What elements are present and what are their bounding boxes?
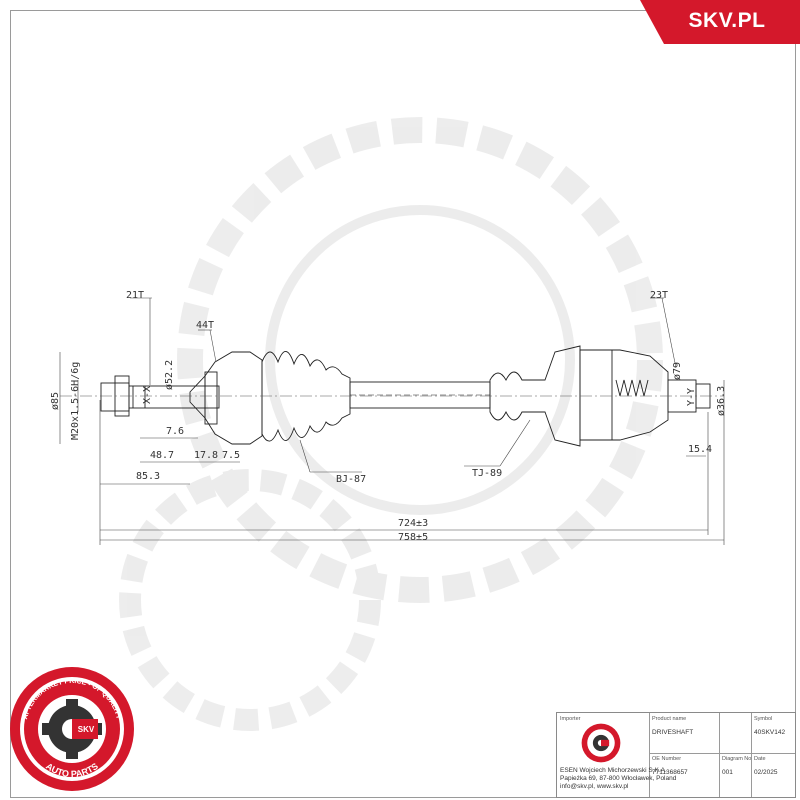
- dim-left-thread: 21T: [126, 290, 145, 301]
- dim-abs-ring: 44T: [196, 320, 215, 331]
- seal-center-text: SKV: [78, 725, 95, 734]
- diagram-no: 001: [722, 769, 733, 776]
- dim-bj: BJ-87: [336, 474, 367, 485]
- brand-tab: [640, 0, 800, 44]
- symbol-value: 40SKV142: [754, 729, 786, 736]
- dim-length-758: 758±5: [398, 532, 429, 543]
- gear-icon: [42, 699, 102, 759]
- diagram-no-label: Diagram No: [722, 756, 752, 762]
- dim-tj: TJ-89: [472, 468, 503, 479]
- dim-dia-52: ø52.2: [164, 359, 175, 390]
- importer-seal-icon: [581, 723, 621, 763]
- oe-number: 7711368657: [652, 769, 688, 776]
- product-name-label: Product name: [652, 716, 687, 722]
- date-label: Date: [754, 756, 766, 762]
- drawing-frame: [10, 10, 796, 798]
- dim-15-4: 15.4: [688, 444, 713, 455]
- dim-yy-label: Y-Y: [686, 387, 697, 406]
- dim-7-5: 7.5: [222, 450, 241, 461]
- product-name: DRIVESHAFT: [652, 729, 694, 736]
- importer-line-2: Papieżka 69, 87-800 Włocławek, Poland: [560, 775, 677, 782]
- importer-line-3: info@skv.pl, www.skv.pl: [560, 783, 629, 790]
- dim-17-8: 17.8: [194, 450, 219, 461]
- dim-right-thread: 23T: [650, 290, 669, 301]
- importer-label: Importer: [560, 716, 581, 722]
- dim-dia-36: ø36.3: [716, 385, 727, 416]
- dim-xx-label: X-X: [142, 385, 153, 404]
- symbol-label: Symbol: [754, 716, 773, 722]
- skv-auto-parts-seal: AFTERMARKET PRICE - OF QUALITY AUTO PART…: [10, 667, 134, 791]
- brand-logo-text: SKV.PL: [688, 9, 766, 32]
- importer-line-1: ESEN Wojciech Michorzewski S.K.A.: [560, 767, 667, 774]
- dim-48-7: 48.7: [150, 450, 175, 461]
- title-block: Importer ESEN Wojciech Michorzewski S.K.…: [556, 712, 796, 798]
- oe-number-label: OE Number: [652, 756, 682, 762]
- brand-tab-shape: [640, 0, 800, 44]
- dim-outer-dia: ø85: [50, 391, 61, 410]
- date-value: 02/2025: [754, 769, 778, 776]
- watermark: [119, 117, 663, 731]
- dim-dia-79: ø79: [672, 361, 683, 380]
- dim-85-3: 85.3: [136, 471, 161, 482]
- dim-thread-spec: M20x1.5-6H/6g: [70, 361, 81, 440]
- dim-length-724: 724±3: [398, 518, 429, 529]
- dim-7-6: 7.6: [166, 426, 185, 437]
- dimension-lines: [59, 297, 725, 545]
